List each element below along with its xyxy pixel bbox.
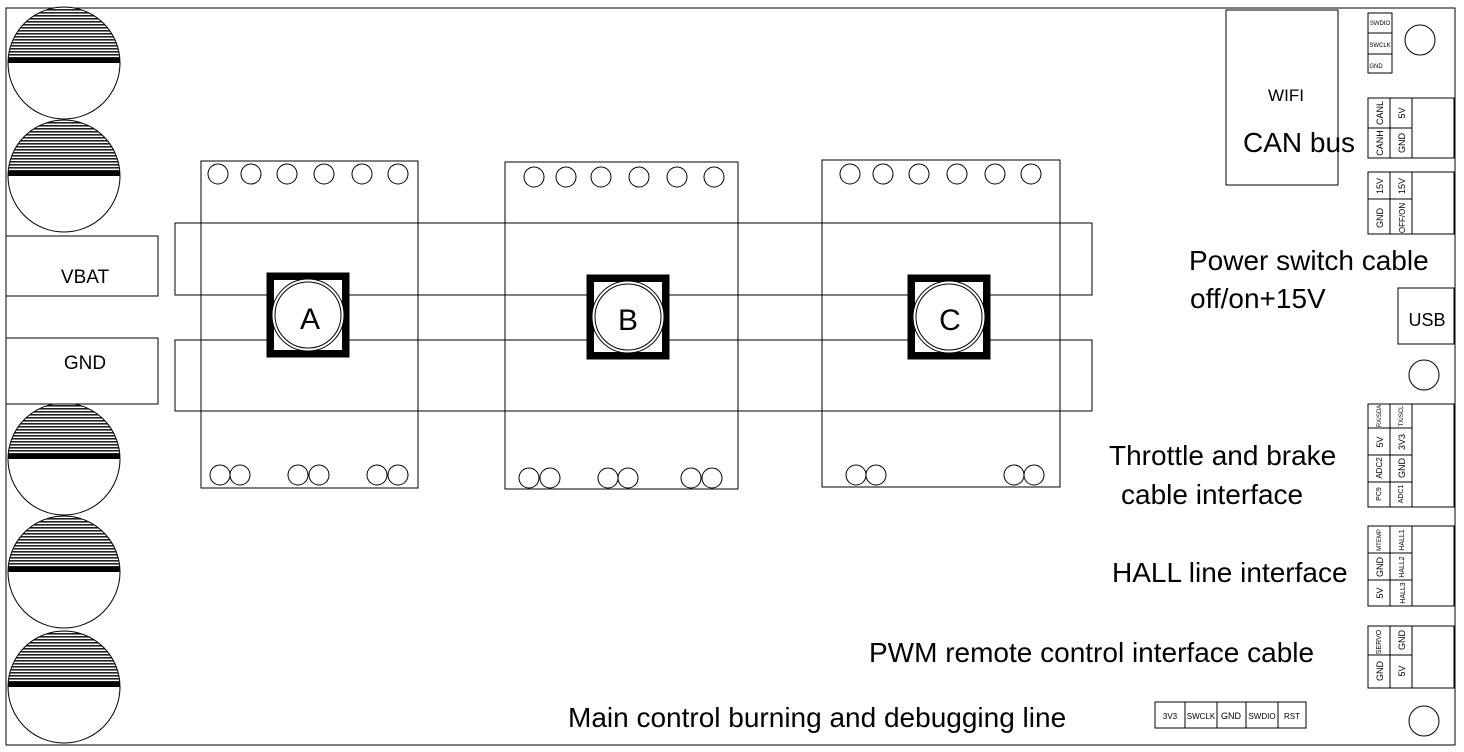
hall-pin-hall1: HALL1 [1399, 529, 1406, 551]
pwm-pin-gnd-bottom: GND [1375, 661, 1385, 682]
can-pin-canl: CANL [1375, 101, 1385, 125]
pin-row-bottom [845, 464, 1045, 486]
pwm-pin-5v: 5V [1397, 665, 1407, 676]
vbat-label: VBAT [61, 267, 110, 288]
pin-row-bottom [209, 464, 409, 486]
throttle-pin-gnd: GND [1397, 458, 1407, 479]
throttle-pin-adc1: ADC1 [1398, 485, 1405, 504]
mounting-hole [1408, 359, 1440, 391]
hall-pin-5v: 5V [1375, 587, 1385, 598]
hall-pin-gnd: GND [1375, 557, 1385, 578]
capacitor-2 [7, 119, 121, 233]
can-pin-canh: CANH [1375, 130, 1385, 156]
power-pin-15v-a: 15V [1375, 178, 1385, 194]
can-pin-5v-top: 5V [1397, 107, 1407, 118]
power-switch-connector: 15V 15V GND OFF/ON [1367, 171, 1455, 235]
debug-pin-3v3: 3V3 [1163, 712, 1178, 721]
phase-label-b: B [618, 304, 638, 337]
phase-label-a: A [300, 303, 320, 336]
can-connector: CANL 5V CANH GND [1367, 97, 1455, 159]
power-pin-gnd: GND [1375, 208, 1385, 229]
throttle-pin-tx-scl: TX/SCL [1399, 405, 1405, 427]
throttle-pin-rx-sda: RX/SDA [1377, 405, 1383, 427]
pwm-caption: PWM remote control interface cable [869, 637, 1314, 668]
pin-row-bottom [518, 467, 723, 489]
throttle-connector: RX/SDA TX/SCL 5V 3V3 ADC2 GND PC9 ADC1 [1367, 403, 1455, 508]
pin-row-top [523, 166, 725, 188]
throttle-pin-pc9: PC9 [1376, 487, 1383, 501]
pwm-pin-servo: SERVO [1376, 629, 1383, 654]
power-pin-off-on: OFF/ON [1398, 203, 1407, 233]
hall-pin-mtemp: MTEMP [1377, 529, 1383, 551]
debug-pin-gnd: GND [1221, 711, 1242, 721]
wifi-label: WIFI [1268, 86, 1304, 105]
capacitor-1 [7, 6, 121, 120]
phase-terminal-b: B [586, 274, 670, 360]
gnd-terminal-label: GND [64, 353, 106, 374]
hall-connector: MTEMP HALL1 GND HALL2 5V HALL3 [1367, 525, 1455, 607]
capacitor-5 [7, 630, 121, 744]
mounting-hole [1408, 705, 1440, 737]
phase-label-c: C [939, 304, 961, 337]
gnd-terminal [5, 337, 159, 405]
swd-top-connector: SWDIO SWCLK GND [1367, 12, 1393, 74]
throttle-pin-5v: 5V [1375, 436, 1385, 447]
pin-row-top [839, 163, 1042, 185]
wifi-module [1225, 9, 1339, 186]
swd-top-pin-swclk: SWCLK [1369, 43, 1390, 49]
phase-module-c [821, 159, 1061, 488]
capacitor-3 [7, 402, 121, 516]
debug-pin-swclk: SWCLK [1187, 712, 1216, 721]
throttle-pin-3v3: 3V3 [1397, 434, 1407, 450]
can-bus-caption: CAN bus [1243, 127, 1355, 158]
power-switch-caption-line1: Power switch cable [1189, 245, 1429, 276]
debug-pin-rst: RST [1284, 712, 1300, 721]
usb-label: USB [1408, 310, 1445, 330]
throttle-pin-adc2: ADC2 [1375, 457, 1384, 479]
swd-top-pin-swdio: SWDIO [1370, 21, 1391, 27]
usb-port [1397, 287, 1455, 345]
pwm-connector: SERVO GND GND 5V [1367, 625, 1455, 689]
phase-module-a [200, 160, 419, 489]
capacitor-4 [7, 515, 121, 629]
hall-pin-hall2: HALL2 [1399, 556, 1406, 578]
mounting-hole [1404, 24, 1436, 56]
phase-module-b [504, 161, 739, 490]
swd-top-pin-gnd: GND [1369, 64, 1383, 70]
phase-terminal-c: C [907, 274, 991, 360]
pwm-pin-gnd-top: GND [1397, 630, 1407, 651]
can-pin-gnd: GND [1397, 133, 1407, 154]
phase-terminal-a: A [266, 272, 350, 358]
pin-row-top [207, 163, 409, 185]
hall-caption: HALL line interface [1112, 557, 1348, 588]
hall-pin-hall3: HALL3 [1400, 582, 1407, 604]
throttle-caption-line1: Throttle and brake [1109, 440, 1336, 471]
debug-pin-swdio: SWDIO [1248, 712, 1275, 721]
debug-caption: Main control burning and debugging line [568, 702, 1066, 733]
debug-connector: 3V3 SWCLK GND SWDIO RST [1154, 701, 1307, 729]
power-pin-15v-b: 15V [1397, 178, 1407, 194]
vbat-terminal [5, 235, 159, 297]
throttle-caption-line2: cable interface [1121, 479, 1303, 510]
power-switch-caption-line2: off/on+15V [1190, 283, 1326, 314]
